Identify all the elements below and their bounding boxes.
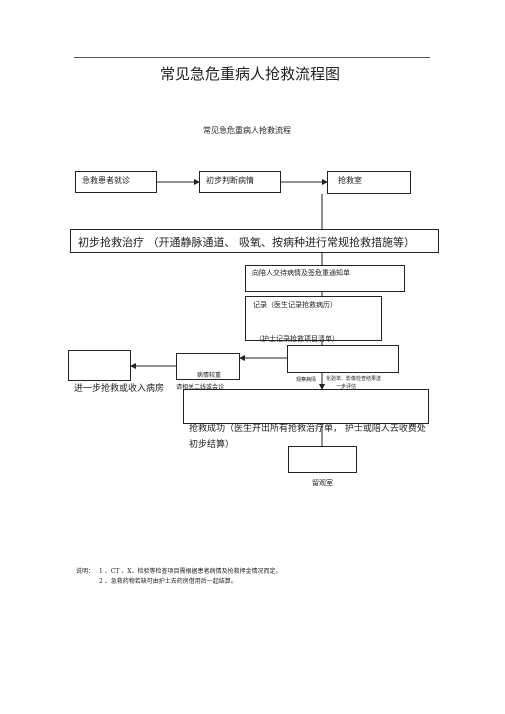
note-item-1: 1 、CT 、X、检验等检查项目需根据患者病情及抢救押金情况而定。 — [99, 568, 282, 575]
node-rescue-success-label: 抢救成功（医生开出所有抢救治疗单， 护士或陪人去收费处初步结算） — [189, 424, 426, 450]
node-condition — [176, 353, 240, 380]
node-lab-tests-label: 化验单、影像检查结果送 — [326, 376, 382, 382]
node-record-doctor-label: 记录（医生记录抢救病历） — [253, 301, 337, 309]
node-rescue-room-label: 抢救室 — [338, 176, 362, 185]
node-patient-visit-label: 急救患者就诊 — [82, 176, 130, 185]
node-initial-treatment — [70, 229, 439, 253]
node-rescue-room — [327, 171, 411, 194]
node-notify-family — [245, 265, 405, 292]
node-notify-family-label: 向陪人交待病情及签危重通知单 — [252, 269, 350, 277]
node-observation-room-label: 留观室 — [312, 479, 333, 487]
note-item-2: 2 、急救药物若缺可由护士去药房借用后一起结算。 — [99, 578, 237, 585]
node-further-admit-label: 进一步抢救或收入病房 — [74, 384, 165, 394]
node-initial-judgment — [199, 171, 281, 193]
header-rule — [74, 57, 430, 58]
node-consult-label: 请相关二线或会诊 — [176, 384, 225, 391]
node-observe-label: 观察病情 — [296, 377, 317, 383]
node-further-admit — [68, 350, 131, 381]
node-initial-judgment-label: 初步判断病情 — [206, 176, 254, 185]
notes-label: 说明： — [76, 568, 95, 575]
node-patient-visit — [75, 171, 157, 193]
diagram-subtitle: 常见急危重病人抢救流程 — [203, 126, 291, 135]
node-next-step-label: 一步评估 — [336, 384, 357, 390]
node-record-nurse-label: （护士记录抢救项目清单） — [255, 335, 339, 343]
node-condition-label: 病情较重 — [197, 372, 222, 379]
node-observe-tests — [287, 345, 399, 373]
node-observation-room — [288, 446, 357, 473]
node-rescue-success — [183, 389, 429, 424]
page-title: 常见急危重病人抢救流程图 — [160, 65, 341, 83]
node-initial-treatment-label: 初步抢救治疗 （开通静脉通道、 吸氧、按病种进行常规抢救措施等） — [78, 236, 415, 249]
node-record — [245, 296, 382, 341]
